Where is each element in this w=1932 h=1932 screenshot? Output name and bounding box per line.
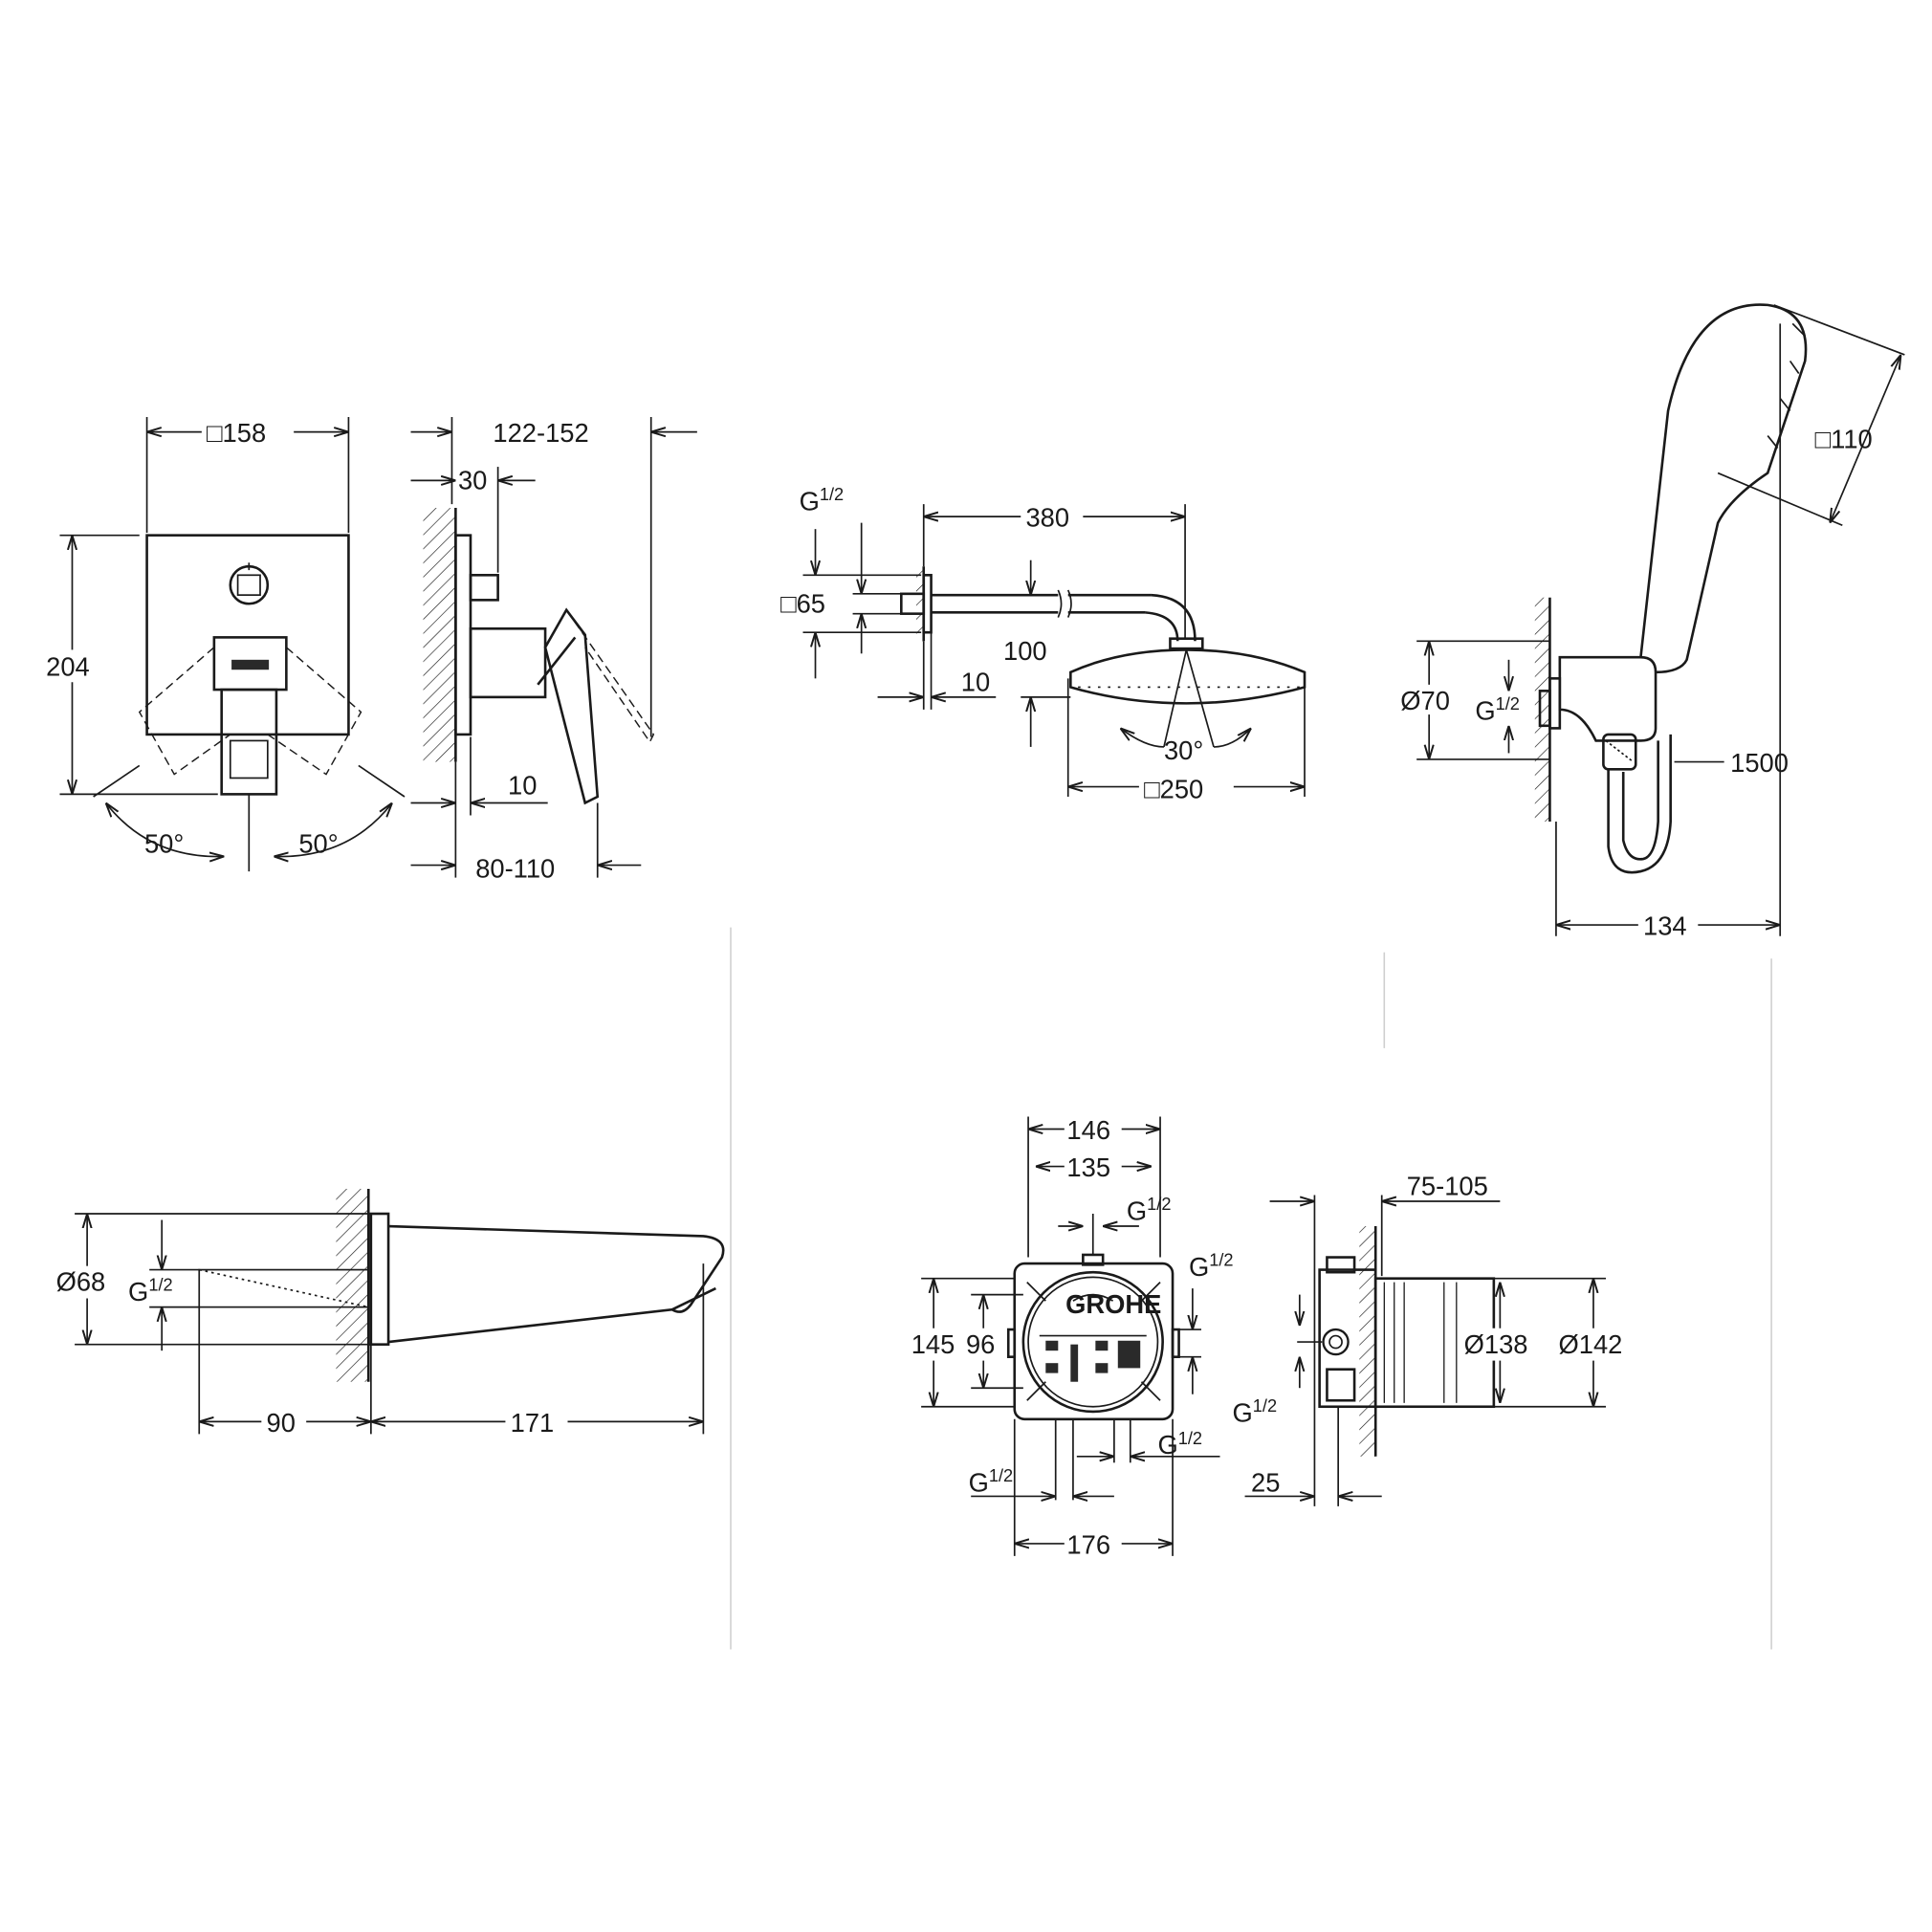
rough-in-side-view: 75-105 G1/2 25 Ø138 Ø142 xyxy=(1233,1171,1632,1506)
box-height-label: 145 xyxy=(911,1329,955,1359)
mixer-height-label: 204 xyxy=(46,652,90,682)
outlet-diameter-label: Ø70 xyxy=(1400,686,1450,715)
side-connection-label: G1/2 xyxy=(1189,1251,1234,1282)
bottom-left-connection-label: G1/2 xyxy=(969,1466,1014,1497)
box-depth-label: 75-105 xyxy=(1407,1171,1488,1200)
drop-label: 100 xyxy=(1003,636,1047,666)
flange-size-label: □65 xyxy=(780,588,825,618)
spout-view: Ø68 G1/2 90 171 xyxy=(55,1188,725,1438)
angle-right-label: 50° xyxy=(298,829,338,859)
box-inner-height-label: 96 xyxy=(966,1329,995,1359)
angle-left-label: 50° xyxy=(144,829,184,859)
outer-width-label: 146 xyxy=(1066,1115,1110,1145)
panel-separators xyxy=(730,927,1772,1650)
mixer-width-label: □158 xyxy=(207,418,266,448)
hose-length-label: 1500 xyxy=(1730,748,1789,778)
head-wall-offset-label: 10 xyxy=(961,667,990,696)
arm-length-label: 380 xyxy=(1025,503,1069,533)
head-connection-label: G1/2 xyxy=(800,485,845,516)
spout-diameter-label: Ø68 xyxy=(56,1267,106,1297)
hand-projection-label: 134 xyxy=(1643,911,1687,940)
hand-connection-label: G1/2 xyxy=(1475,694,1520,725)
tilt-angle-label: 30° xyxy=(1164,735,1203,765)
grohe-logo: GROHE xyxy=(1065,1289,1161,1319)
mixer-side-view: 122-152 30 10 80-110 xyxy=(410,417,697,884)
inner-width-label: 135 xyxy=(1066,1153,1110,1182)
spout-length-label: 171 xyxy=(511,1408,555,1438)
top-connection-label: G1/2 xyxy=(1127,1195,1172,1225)
hand-head-size-label: □110 xyxy=(1815,425,1873,454)
pipe-length-label: 90 xyxy=(267,1408,296,1438)
spout-connection-label: G1/2 xyxy=(128,1276,173,1306)
inner-diameter-label: Ø138 xyxy=(1464,1329,1528,1359)
head-shower-view: 380 G1/2 □65 100 10 30° □250 xyxy=(780,485,1306,803)
base-width-label: 176 xyxy=(1066,1529,1110,1559)
plate-offset-label: 30 xyxy=(458,466,487,495)
hand-shower-view: □110 Ø70 G1/2 1500 134 xyxy=(1398,303,1905,940)
bottom-right-connection-label: G1/2 xyxy=(1157,1429,1202,1460)
head-size-label: □250 xyxy=(1144,774,1203,803)
mixer-front-view: □158 204 50° 50° xyxy=(43,417,406,872)
projection-label: 80-110 xyxy=(475,854,555,884)
mixer-depth-label: 122-152 xyxy=(493,418,588,448)
rough-in-front-view: GROHE 146 135 G1/2 G1/2 145 96 G1/2 G1/2… xyxy=(911,1113,1234,1559)
side-bottom-connection-label: G1/2 xyxy=(1233,1396,1278,1427)
outer-diameter-label: Ø142 xyxy=(1559,1329,1623,1359)
wall-gap-label: 10 xyxy=(508,770,537,800)
wall-depth-label: 25 xyxy=(1251,1467,1280,1497)
